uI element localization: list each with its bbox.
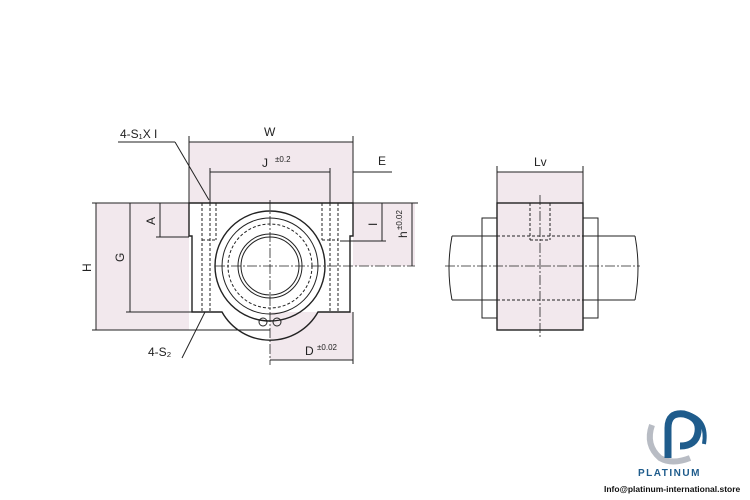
- label-d: D: [305, 344, 314, 358]
- logo-name: PLATINUM: [638, 468, 701, 479]
- label-h-tolerance: ±0.02: [395, 209, 404, 230]
- housing-side-view: [445, 195, 640, 338]
- label-lv: Lv: [534, 155, 547, 169]
- label-e: E: [378, 154, 386, 168]
- housing-front-view: [188, 200, 415, 365]
- platinum-logo-icon: [646, 410, 707, 465]
- label-a: A: [144, 217, 158, 225]
- label-s1: 4-S₁X I: [120, 127, 157, 141]
- label-j-tolerance: ±0.2: [275, 155, 291, 164]
- label-d-tolerance: ±0.02: [317, 343, 338, 352]
- label-g: G: [113, 253, 127, 262]
- label-h-height: H: [80, 263, 94, 272]
- highlight-zones: [96, 142, 583, 360]
- contact-email[interactable]: Info@platinum-international.store: [604, 484, 741, 494]
- label-w: W: [264, 125, 276, 139]
- label-h: h: [396, 231, 410, 238]
- dimension-lines: [92, 136, 584, 364]
- label-s2: 4-S₂: [148, 345, 172, 359]
- label-i: I: [366, 223, 380, 226]
- label-j: J: [262, 156, 268, 170]
